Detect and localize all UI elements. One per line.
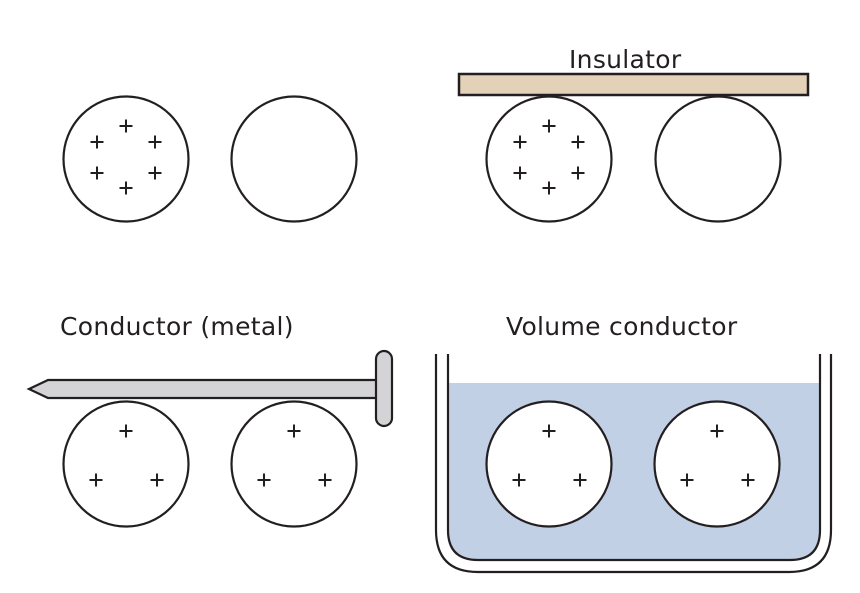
positive-charge-icon — [89, 473, 103, 487]
conductor-metal-label: Conductor (metal) — [60, 312, 294, 341]
positive-charge-icon — [513, 135, 527, 149]
volume-conductor-cell-1 — [485, 400, 613, 528]
positive-charge-icon — [119, 181, 133, 195]
positive-charge-icon — [542, 119, 556, 133]
positive-charge-icon — [573, 473, 587, 487]
positive-charge-icon — [680, 473, 694, 487]
positive-charge-icon — [90, 135, 104, 149]
positive-charge-icon — [571, 135, 585, 149]
isolated-cell-2 — [230, 95, 358, 223]
insulator-cell-2 — [654, 95, 782, 223]
insulator-label: Insulator — [569, 45, 682, 74]
container-inner-wall — [446, 354, 822, 562]
volume-conductor-cell-2 — [653, 400, 781, 528]
isolated-cell-1 — [62, 95, 190, 223]
conductor-cell-1 — [62, 400, 190, 528]
metal-nail-head — [374, 349, 394, 428]
positive-charge-icon — [512, 473, 526, 487]
positive-charge-icon — [318, 473, 332, 487]
positive-charge-icon — [150, 473, 164, 487]
volume-conductor-label: Volume conductor — [506, 312, 738, 341]
container-outer-wall — [434, 354, 833, 574]
positive-charge-icon — [90, 166, 104, 180]
positive-charge-icon — [287, 424, 301, 438]
positive-charge-icon — [571, 166, 585, 180]
positive-charge-icon — [148, 166, 162, 180]
positive-charge-icon — [119, 424, 133, 438]
positive-charge-icon — [257, 473, 271, 487]
positive-charge-icon — [710, 424, 724, 438]
positive-charge-icon — [542, 181, 556, 195]
insulator-cell-1 — [485, 95, 613, 223]
conductor-cell-2 — [230, 400, 358, 528]
positive-charge-icon — [148, 135, 162, 149]
positive-charge-icon — [542, 424, 556, 438]
positive-charge-icon — [119, 119, 133, 133]
positive-charge-icon — [513, 166, 527, 180]
metal-nail-shaft — [26, 378, 380, 400]
insulator-bar — [457, 72, 810, 97]
positive-charge-icon — [741, 473, 755, 487]
